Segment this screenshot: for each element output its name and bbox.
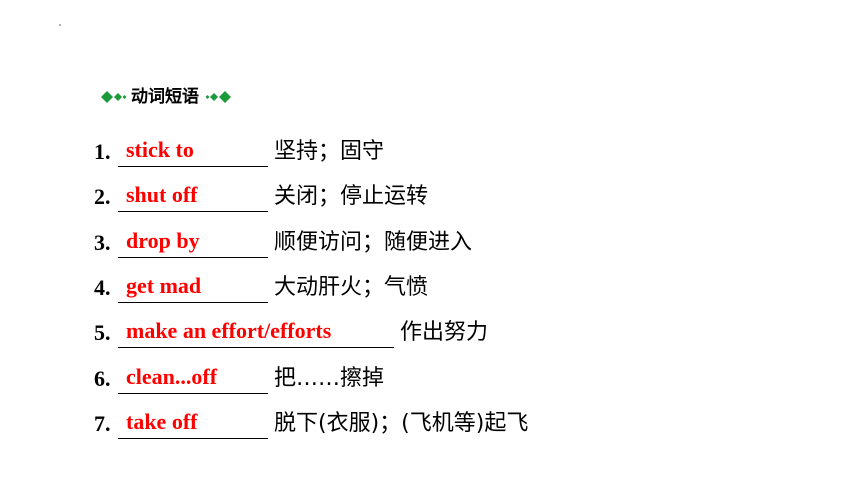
item-number: 7.	[94, 411, 111, 436]
item-number: 2.	[94, 184, 111, 209]
diamond-left-icon	[101, 84, 127, 110]
section-title: 动词短语	[131, 87, 199, 107]
meaning-text: 坚持；固守	[274, 139, 385, 164]
answer-text: get mad	[126, 273, 202, 298]
meaning-text: 脱下(衣服)；(飞机等)起飞	[274, 411, 529, 436]
item-number: 3.	[94, 230, 111, 255]
answer-blank: take off	[118, 409, 268, 439]
meaning-text: 把……擦掉	[274, 366, 385, 391]
diamond-right-icon	[205, 84, 231, 110]
phrase-item-5: 5. make an effort/efforts 作出努力	[94, 314, 488, 348]
answer-text: clean...off	[126, 364, 218, 389]
phrase-item-1: 1. stick to 坚持；固守	[94, 133, 384, 167]
answer-blank: get mad	[118, 273, 268, 303]
answer-blank: make an effort/efforts	[118, 318, 394, 348]
section-header: 动词短语	[101, 84, 231, 110]
phrase-item-6: 6. clean...off 把……擦掉	[94, 360, 384, 394]
item-number: 1.	[94, 139, 111, 164]
meaning-text: 关闭；停止运转	[274, 184, 429, 209]
answer-text: drop by	[126, 228, 200, 253]
phrase-item-4: 4. get mad 大动肝火；气愤	[94, 269, 428, 303]
phrase-item-7: 7. take off 脱下(衣服)；(飞机等)起飞	[94, 405, 528, 439]
phrase-item-3: 3. drop by 顺便访问；随便进入	[94, 224, 472, 258]
corner-dot	[59, 24, 61, 26]
meaning-text: 作出努力	[400, 320, 489, 345]
answer-blank: shut off	[118, 182, 268, 212]
phrase-item-2: 2. shut off 关闭；停止运转	[94, 178, 428, 212]
answer-text: make an effort/efforts	[126, 318, 332, 343]
answer-blank: drop by	[118, 228, 268, 258]
answer-blank: stick to	[118, 137, 268, 167]
item-number: 6.	[94, 366, 111, 391]
meaning-text: 顺便访问；随便进入	[274, 230, 473, 255]
answer-text: shut off	[126, 182, 198, 207]
answer-text: stick to	[126, 137, 194, 162]
answer-blank: clean...off	[118, 364, 268, 394]
answer-text: take off	[126, 409, 198, 434]
meaning-text: 大动肝火；气愤	[274, 275, 429, 300]
item-number: 5.	[94, 320, 111, 345]
item-number: 4.	[94, 275, 111, 300]
